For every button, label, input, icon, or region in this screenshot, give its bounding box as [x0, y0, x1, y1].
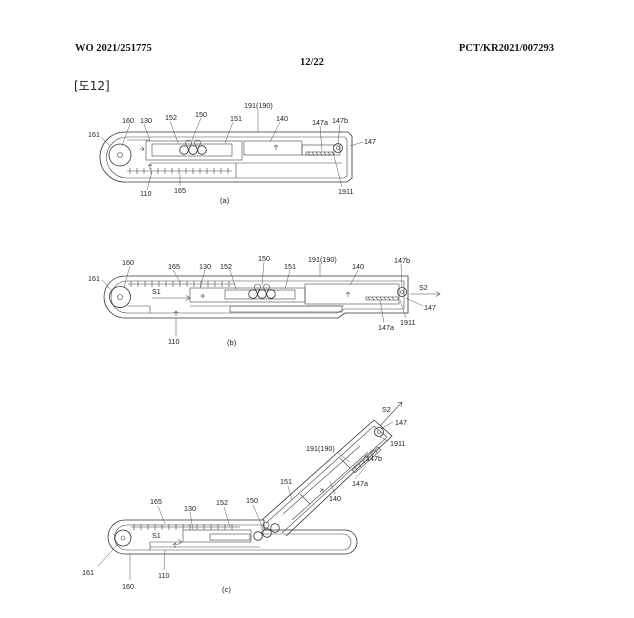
ref-150: 150	[195, 110, 207, 119]
publication-number: WO 2021/251775	[75, 43, 152, 54]
ref-150: 150	[246, 496, 258, 505]
ref-152: 152	[216, 498, 228, 507]
ref-147a: 147a	[352, 479, 368, 488]
ref-161: 161	[88, 274, 100, 283]
subfigure-c: S2 147 1911 191(190) 147b 147a 151 140 1…	[82, 401, 407, 594]
ref-165: 165	[174, 186, 186, 195]
ref-110: 110	[168, 337, 179, 346]
ref-150: 150	[258, 254, 270, 263]
ref-191: 191(190)	[308, 255, 337, 264]
subfigure-b: 161 160 165 130 152 150 151 191(190) 140…	[88, 254, 441, 347]
ref-1911: 1911	[390, 439, 405, 448]
ref-130: 130	[140, 116, 152, 125]
ref-140: 140	[329, 494, 341, 503]
figure-label: [도12]	[74, 79, 110, 93]
ref-165: 165	[150, 497, 162, 506]
ref-130: 130	[184, 504, 196, 513]
application-number: PCT/KR2021/007293	[458, 43, 554, 54]
ref-1911: 1911	[400, 318, 415, 327]
ref-140: 140	[276, 114, 288, 123]
ref-110: 110	[140, 189, 151, 198]
ref-S2: S2	[382, 405, 391, 414]
ref-1911: 1911	[338, 187, 353, 196]
ref-165: 165	[168, 262, 180, 271]
ref-140: 140	[352, 262, 364, 271]
subfigure-a: 161 160 130 152 150 151 191(190) 140 147…	[88, 101, 376, 205]
ref-147b: 147b	[332, 116, 348, 125]
ref-160: 160	[122, 258, 134, 267]
ref-151: 151	[230, 114, 242, 123]
caption-b: (b)	[227, 338, 237, 347]
ref-161: 161	[88, 130, 100, 139]
ref-147a: 147a	[378, 323, 394, 332]
ref-152: 152	[220, 262, 232, 271]
ref-191: 191(190)	[244, 101, 273, 110]
caption-c: (c)	[222, 585, 231, 594]
ref-147b: 147b	[394, 256, 410, 265]
ref-161: 161	[82, 568, 94, 577]
sheet-number: 12/22	[300, 57, 324, 68]
ref-147: 147	[395, 418, 407, 427]
ref-160: 160	[122, 582, 134, 591]
ref-151: 151	[280, 477, 292, 486]
ref-S2: S2	[419, 283, 428, 292]
ref-110: 110	[158, 571, 169, 580]
ref-S1: S1	[152, 287, 161, 296]
ref-147: 147	[364, 137, 376, 146]
caption-a: (a)	[220, 196, 230, 205]
ref-130: 130	[199, 262, 211, 271]
ref-152: 152	[165, 113, 177, 122]
ref-191: 191(190)	[306, 444, 335, 453]
ref-160: 160	[122, 116, 134, 125]
ref-147b: 147b	[366, 454, 382, 463]
ref-S1: S1	[152, 531, 161, 540]
ref-147a: 147a	[312, 118, 328, 127]
ref-147: 147	[424, 303, 436, 312]
ref-151: 151	[284, 262, 296, 271]
